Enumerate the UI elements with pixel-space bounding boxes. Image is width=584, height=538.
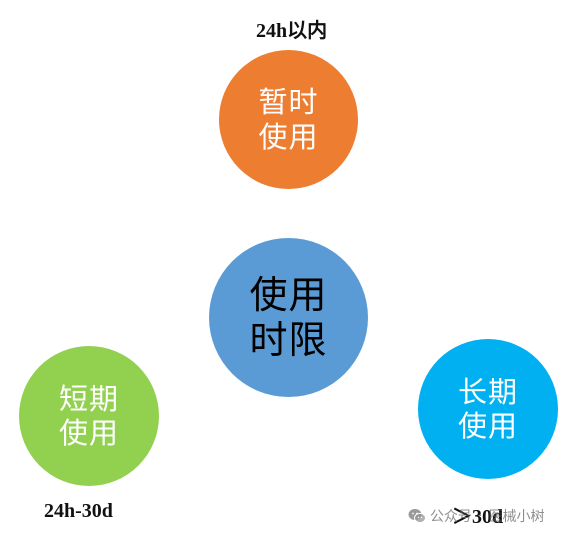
usage-duration-center-circle: 使用 时限 [209, 238, 368, 397]
wechat-icon [408, 508, 426, 524]
long-term-use-line-2: 使用 [457, 409, 518, 443]
watermark-separator: · [478, 508, 483, 524]
long-term-use-line-1: 长期 [457, 374, 518, 409]
watermark-account-prefix: 公众号 [430, 509, 472, 525]
temporary-use-line-1: 暂时 [258, 85, 319, 120]
long-term-range-label: ＞30d [452, 506, 504, 528]
watermark-account-name: 医械小树 [488, 509, 545, 525]
center-line-1: 使用 [249, 272, 328, 317]
temporary-range-label: 24h以内 [256, 20, 328, 42]
center-line-2: 时限 [249, 317, 328, 362]
long-term-use-circle: 长期 使用 [418, 339, 558, 479]
temporary-use-circle: 暂时 使用 [219, 50, 358, 189]
short-term-use-line-2: 使用 [58, 416, 119, 450]
short-term-range-label: 24h-30d [44, 500, 113, 522]
short-term-use-line-1: 短期 [58, 381, 119, 416]
temporary-use-line-2: 使用 [258, 119, 319, 154]
short-term-use-circle: 短期 使用 [19, 346, 159, 486]
watermark: 公众号 · 医械小树 [408, 506, 544, 526]
